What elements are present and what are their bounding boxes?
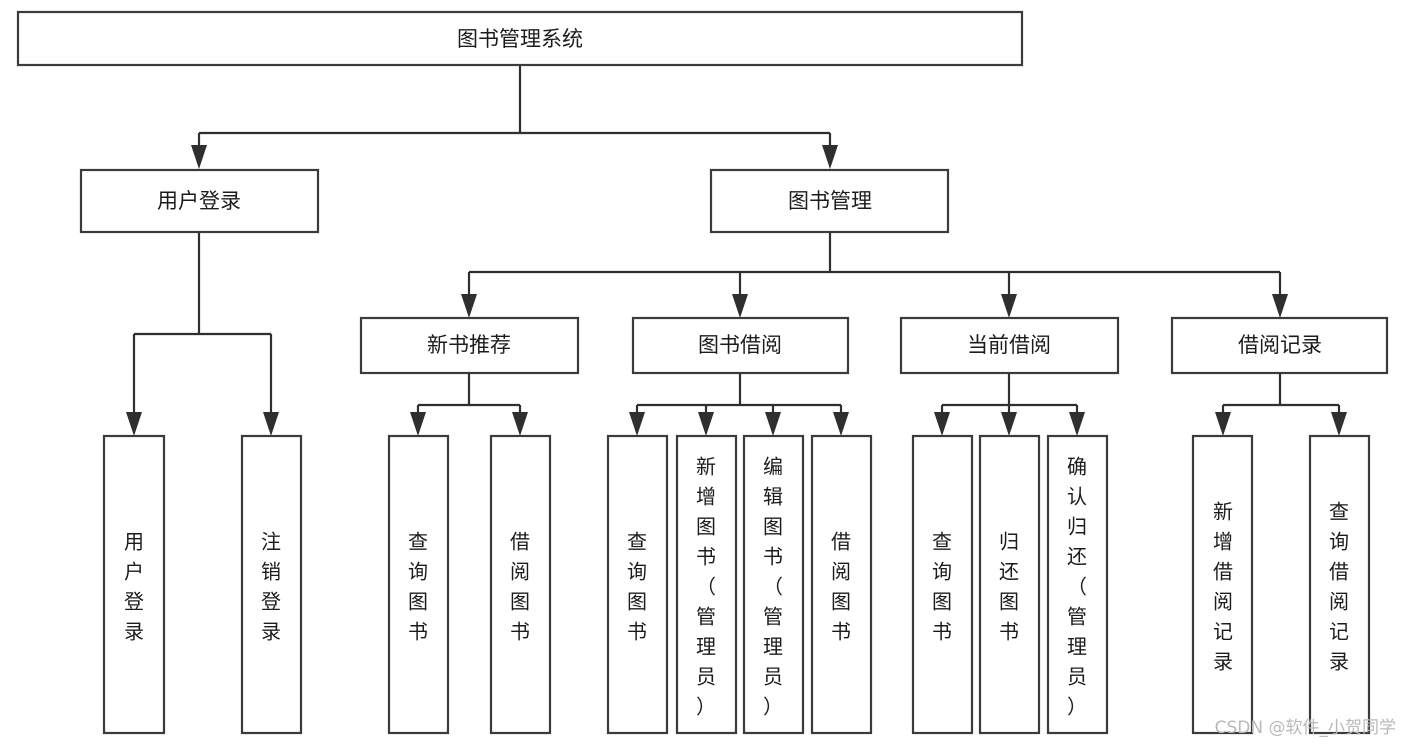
arrow-head-leaf-edit-book xyxy=(765,412,781,436)
leaf-edit-book[interactable]: 编辑图书（管理员） xyxy=(742,434,805,735)
leaf-user-logout-label: 注销登录 xyxy=(261,529,281,643)
leaf-add-record[interactable]: 新增借阅记录 xyxy=(1191,434,1254,735)
arrow-head-leaf-user-login xyxy=(126,412,142,436)
leaf-query-book-3[interactable]: 查询图书 xyxy=(911,434,974,735)
leaf-edit-book-label: 编辑图书（管理员） xyxy=(763,454,783,718)
node-current-borrow-box[interactable] xyxy=(899,316,1120,375)
arrow-head-user-login xyxy=(191,145,207,169)
leaf-return-book-label: 归还图书 xyxy=(999,529,1019,643)
leaf-confirm-return-label: 确认归还（管理员） xyxy=(1067,454,1087,718)
leaf-query-book-1-box[interactable] xyxy=(387,434,450,735)
node-new-book-recommend-box[interactable] xyxy=(359,316,580,375)
arrow-head-leaf-query-book-1 xyxy=(410,412,426,436)
leaf-add-book[interactable]: 新增图书（管理员） xyxy=(675,434,738,735)
leaf-user-logout[interactable]: 注销登录 xyxy=(240,434,303,735)
arrow-head-borrow-record xyxy=(1272,294,1288,318)
leaf-query-record-box[interactable] xyxy=(1308,434,1371,735)
leaf-query-book-1[interactable]: 查询图书 xyxy=(387,434,450,735)
leaf-add-book-label: 新增图书（管理员） xyxy=(696,454,716,718)
leaf-query-book-3-label: 查询图书 xyxy=(932,529,952,643)
node-borrow-record-label: 借阅记录 xyxy=(1238,333,1322,357)
arrow-head-book-borrow xyxy=(732,294,748,318)
node-new-book-recommend-label: 新书推荐 xyxy=(427,333,511,357)
node-new-book-recommend[interactable]: 新书推荐 xyxy=(359,316,580,375)
arrow-head-leaf-borrow-book-1 xyxy=(512,412,528,436)
node-borrow-record[interactable]: 借阅记录 xyxy=(1170,316,1389,375)
leaf-query-book-2-box[interactable] xyxy=(606,434,669,735)
node-user-login-box[interactable] xyxy=(79,168,320,234)
leaf-add-record-box[interactable] xyxy=(1191,434,1254,735)
arrow-head-book-manage xyxy=(822,145,838,169)
arrow-head-current-borrow xyxy=(1001,294,1017,318)
arrow-head-leaf-query-book-3 xyxy=(934,412,950,436)
node-root[interactable]: 图书管理系统 xyxy=(16,10,1024,67)
leaf-user-login-label: 用户登录 xyxy=(124,529,144,643)
node-user-login-label: 用户登录 xyxy=(157,189,241,213)
leaf-borrow-book-1[interactable]: 借阅图书 xyxy=(489,434,552,735)
arrow-head-leaf-add-record xyxy=(1215,412,1231,436)
leaf-borrow-book-2[interactable]: 借阅图书 xyxy=(810,434,873,735)
node-root-label: 图书管理系统 xyxy=(457,27,583,51)
leaf-confirm-return[interactable]: 确认归还（管理员） xyxy=(1046,434,1109,735)
arrow-head-leaf-query-record xyxy=(1331,412,1347,436)
leaf-borrow-book-2-box[interactable] xyxy=(810,434,873,735)
leaf-query-book-2-label: 查询图书 xyxy=(627,529,647,643)
leaf-query-book-2[interactable]: 查询图书 xyxy=(606,434,669,735)
leaf-return-book-box[interactable] xyxy=(978,434,1041,735)
node-book-borrow-box[interactable] xyxy=(631,316,850,375)
leaf-borrow-book-1-label: 借阅图书 xyxy=(510,529,530,643)
node-user-login[interactable]: 用户登录 xyxy=(79,168,320,234)
node-book-borrow[interactable]: 图书借阅 xyxy=(631,316,850,375)
leaf-borrow-book-1-box[interactable] xyxy=(489,434,552,735)
arrow-head-leaf-return-book xyxy=(1001,412,1017,436)
arrow-head-leaf-borrow-book-2 xyxy=(833,412,849,436)
leaf-query-record-label: 查询借阅记录 xyxy=(1329,499,1349,673)
arrow-head-new-book-recommend xyxy=(461,294,477,318)
leaf-query-book-1-label: 查询图书 xyxy=(408,529,428,643)
leaf-user-login-box[interactable] xyxy=(102,434,166,735)
node-book-borrow-label: 图书借阅 xyxy=(698,333,782,357)
connector-layer xyxy=(126,65,1347,436)
leaf-borrow-book-2-label: 借阅图书 xyxy=(831,529,851,643)
leaf-edit-book-box[interactable] xyxy=(742,434,805,735)
node-book-manage-label: 图书管理 xyxy=(788,189,872,213)
node-borrow-record-box[interactable] xyxy=(1170,316,1389,375)
node-current-borrow-label: 当前借阅 xyxy=(967,333,1051,357)
leaf-user-logout-box[interactable] xyxy=(240,434,303,735)
node-current-borrow[interactable]: 当前借阅 xyxy=(899,316,1120,375)
node-book-manage[interactable]: 图书管理 xyxy=(709,168,950,234)
node-root-box[interactable] xyxy=(16,10,1024,67)
leaf-confirm-return-box[interactable] xyxy=(1046,434,1109,735)
watermark: CSDN @软件_小贺同学 xyxy=(1215,718,1396,738)
leaf-user-login[interactable]: 用户登录 xyxy=(102,434,166,735)
leaf-query-record[interactable]: 查询借阅记录 xyxy=(1308,434,1371,735)
arrow-head-leaf-query-book-2 xyxy=(629,412,645,436)
leaf-return-book[interactable]: 归还图书 xyxy=(978,434,1041,735)
leaf-add-record-label: 新增借阅记录 xyxy=(1213,499,1233,673)
leaf-add-book-box[interactable] xyxy=(675,434,738,735)
arrow-head-leaf-add-book xyxy=(698,412,714,436)
arrow-head-leaf-confirm-return xyxy=(1069,412,1085,436)
arrow-head-leaf-user-logout xyxy=(263,412,279,436)
node-book-manage-box[interactable] xyxy=(709,168,950,234)
leaf-query-book-3-box[interactable] xyxy=(911,434,974,735)
